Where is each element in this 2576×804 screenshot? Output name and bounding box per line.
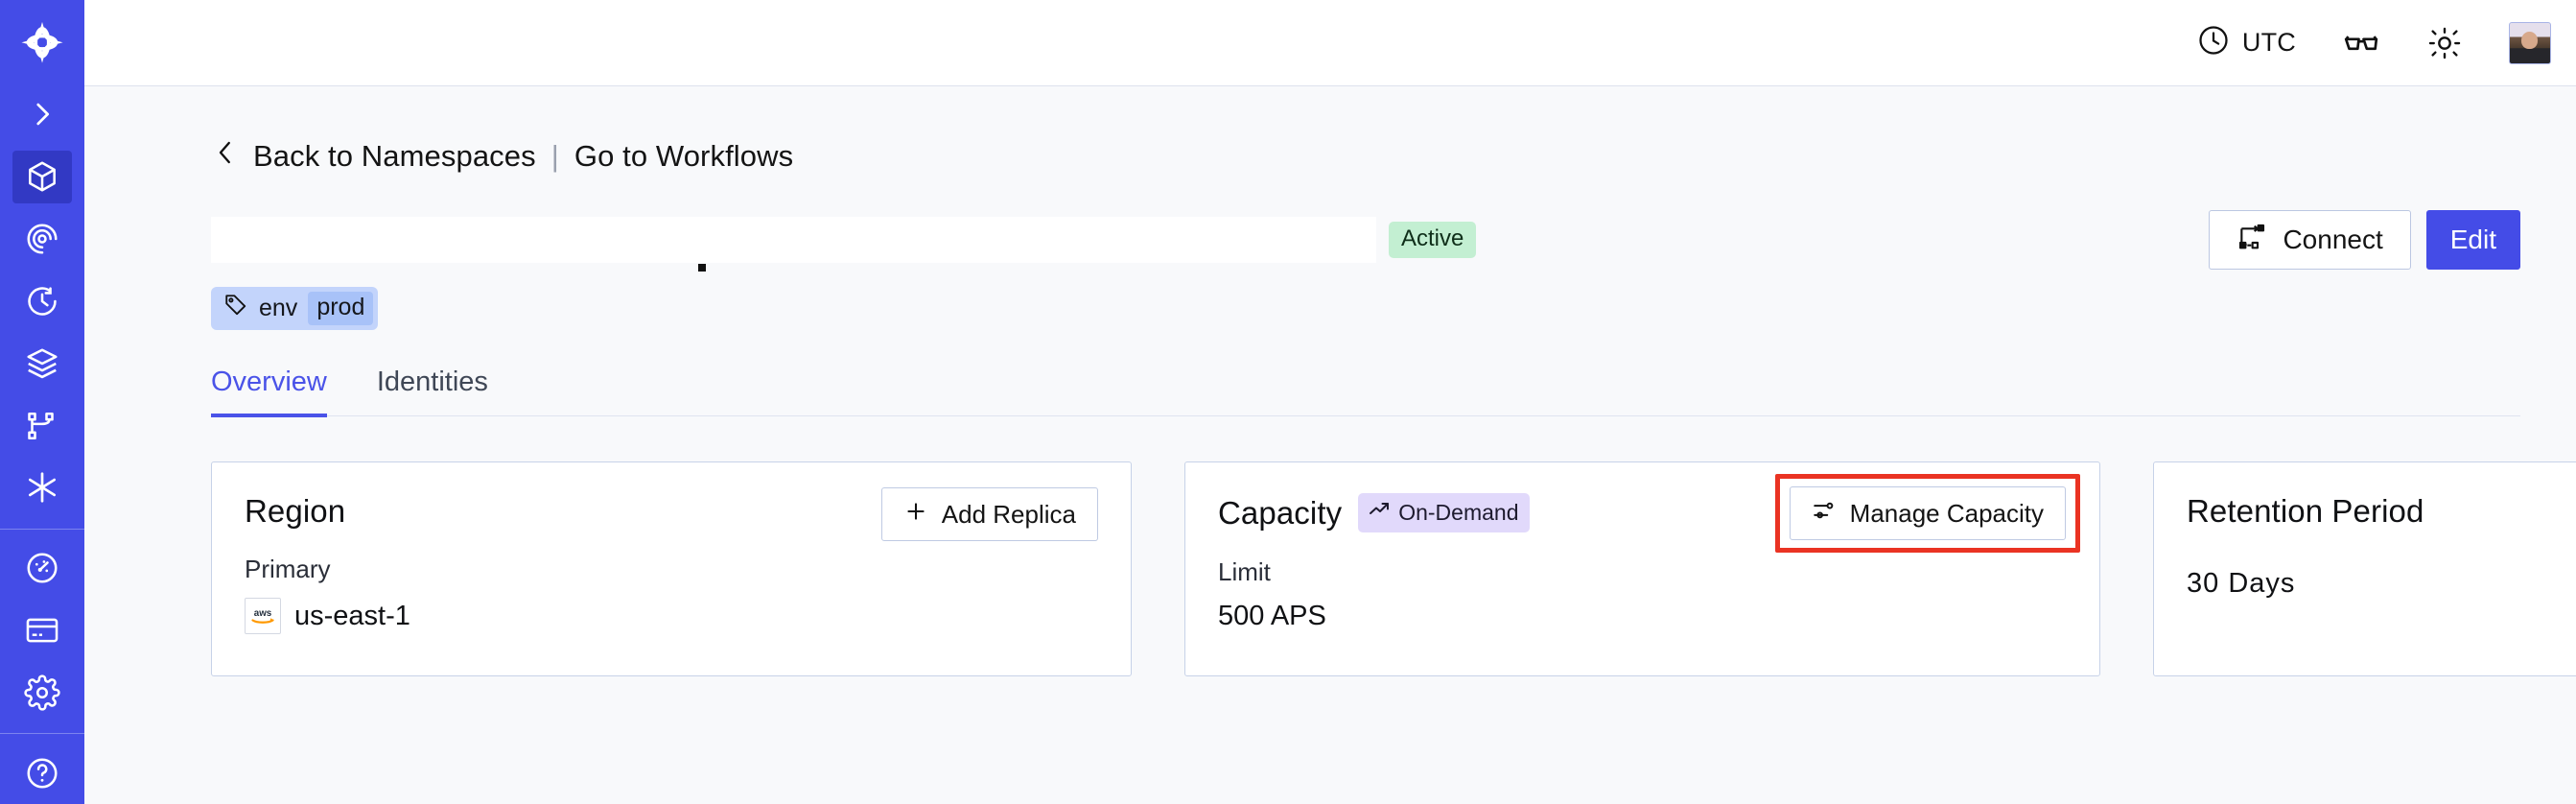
avatar[interactable] [2509,21,2551,64]
edit-button-label: Edit [2449,225,2496,254]
region-primary-label: Primary [245,555,331,583]
tab-identities[interactable]: Identities [376,367,488,397]
edit-button[interactable]: Edit [2425,210,2520,270]
glasses-icon[interactable] [2342,24,2380,62]
plus-icon [903,499,928,531]
sidebar-item-settings[interactable] [12,666,72,719]
sidebar-item-schedules[interactable] [12,275,72,328]
capacity-card: Capacity On-Demand [1184,461,2100,676]
capacity-card-head: Capacity On-Demand [1218,493,2067,532]
retention-value: 30 Days [2187,568,2296,599]
retention-card-head: Retention Period [2187,493,2576,530]
on-demand-badge: On-Demand [1358,493,1531,532]
gauge-icon [24,550,60,586]
help-circle-icon [24,755,60,792]
aws-logo: aws [245,598,281,634]
sidebar-item-batch-operations[interactable] [12,337,72,390]
clock-history-icon [24,283,60,319]
top-bar: UTC [84,0,2576,86]
sidebar-item-usage[interactable] [12,542,72,595]
chevron-right-icon [26,98,59,130]
breadcrumb: Back to Namespaces | Go to Workflows [211,138,2520,175]
retention-card: Retention Period 30 Days [2153,461,2576,676]
sidebar-divider-bottom [0,733,84,735]
trending-up-icon [1368,498,1391,527]
retention-card-title: Retention Period [2187,493,2424,529]
page-content: Back to Namespaces | Go to Workflows Act… [84,86,2576,804]
timezone-label: UTC [2241,28,2296,57]
capacity-value: 500 APS [1218,601,1326,631]
tag-value: prod [308,292,374,325]
manage-capacity-button[interactable]: Manage Capacity [1789,486,2066,540]
tab-overview[interactable]: Overview [211,367,356,417]
credit-card-icon [24,612,60,649]
manage-capacity-highlight: Manage Capacity [1774,474,2080,553]
sliders-icon [1812,498,1837,530]
sidebar-item-workflows[interactable] [12,213,72,266]
tag-icon [223,293,248,324]
breadcrumb-back-to-namespaces[interactable]: Back to Namespaces [253,139,536,173]
namespace-tag[interactable]: env prod [211,287,379,330]
sidebar-item-task-queues[interactable] [12,399,72,452]
region-value: us-east-1 [294,600,410,631]
sidebar-item-help[interactable] [12,746,72,799]
sidebar-item-expand-sidebar[interactable] [12,88,72,141]
gear-icon [24,674,60,711]
status-badge: Active [1389,222,1477,258]
connect-button[interactable]: Connect [2209,210,2411,270]
sun-icon[interactable] [2426,25,2463,61]
spiral-eye-icon [24,221,60,257]
breadcrumb-go-to-workflows[interactable]: Go to Workflows [574,139,794,173]
header-actions: Connect Edit [2209,210,2520,270]
add-replica-button[interactable]: Add Replica [880,487,1098,541]
region-card: Region Add Replica Primary [211,461,1132,676]
asterisk-icon [24,469,60,506]
tabs: Overview Identities [211,367,2520,417]
clock-icon [2196,23,2231,62]
tag-row: env prod [211,287,2520,330]
chevron-left-icon[interactable] [211,138,240,175]
manage-capacity-label: Manage Capacity [1849,498,2044,528]
capacity-card-title: Capacity [1218,494,1343,531]
left-sidebar [0,0,84,804]
region-card-head: Region [245,493,1098,530]
overview-cards: Region Add Replica Primary [211,461,2576,676]
sidebar-divider-top [0,528,84,530]
timezone-selector[interactable]: UTC [2196,23,2296,62]
connect-button-label: Connect [2283,225,2383,254]
sidebar-item-nexus[interactable] [12,461,72,514]
add-replica-label: Add Replica [941,499,1076,529]
page-title [211,217,1376,272]
layers-icon [24,345,60,382]
tag-key: env [259,295,298,321]
region-value-row: aws us-east-1 [245,598,1098,634]
on-demand-label: On-Demand [1398,499,1519,525]
cube-icon [24,158,60,195]
namespace-header-row: Active [211,210,2520,272]
connect-flow-icon [2236,222,2267,259]
breadcrumb-separator: | [550,139,559,173]
capacity-limit-label: Limit [1218,557,1271,586]
sidebar-item-billing[interactable] [12,604,72,657]
temporal-logo-icon[interactable] [12,13,72,78]
sidebar-item-namespaces[interactable] [12,150,72,203]
main-area: UTC Back to Names [84,0,2576,804]
svg-text:aws: aws [254,608,272,619]
branch-nodes-icon [25,409,59,443]
region-card-title: Region [245,493,346,529]
